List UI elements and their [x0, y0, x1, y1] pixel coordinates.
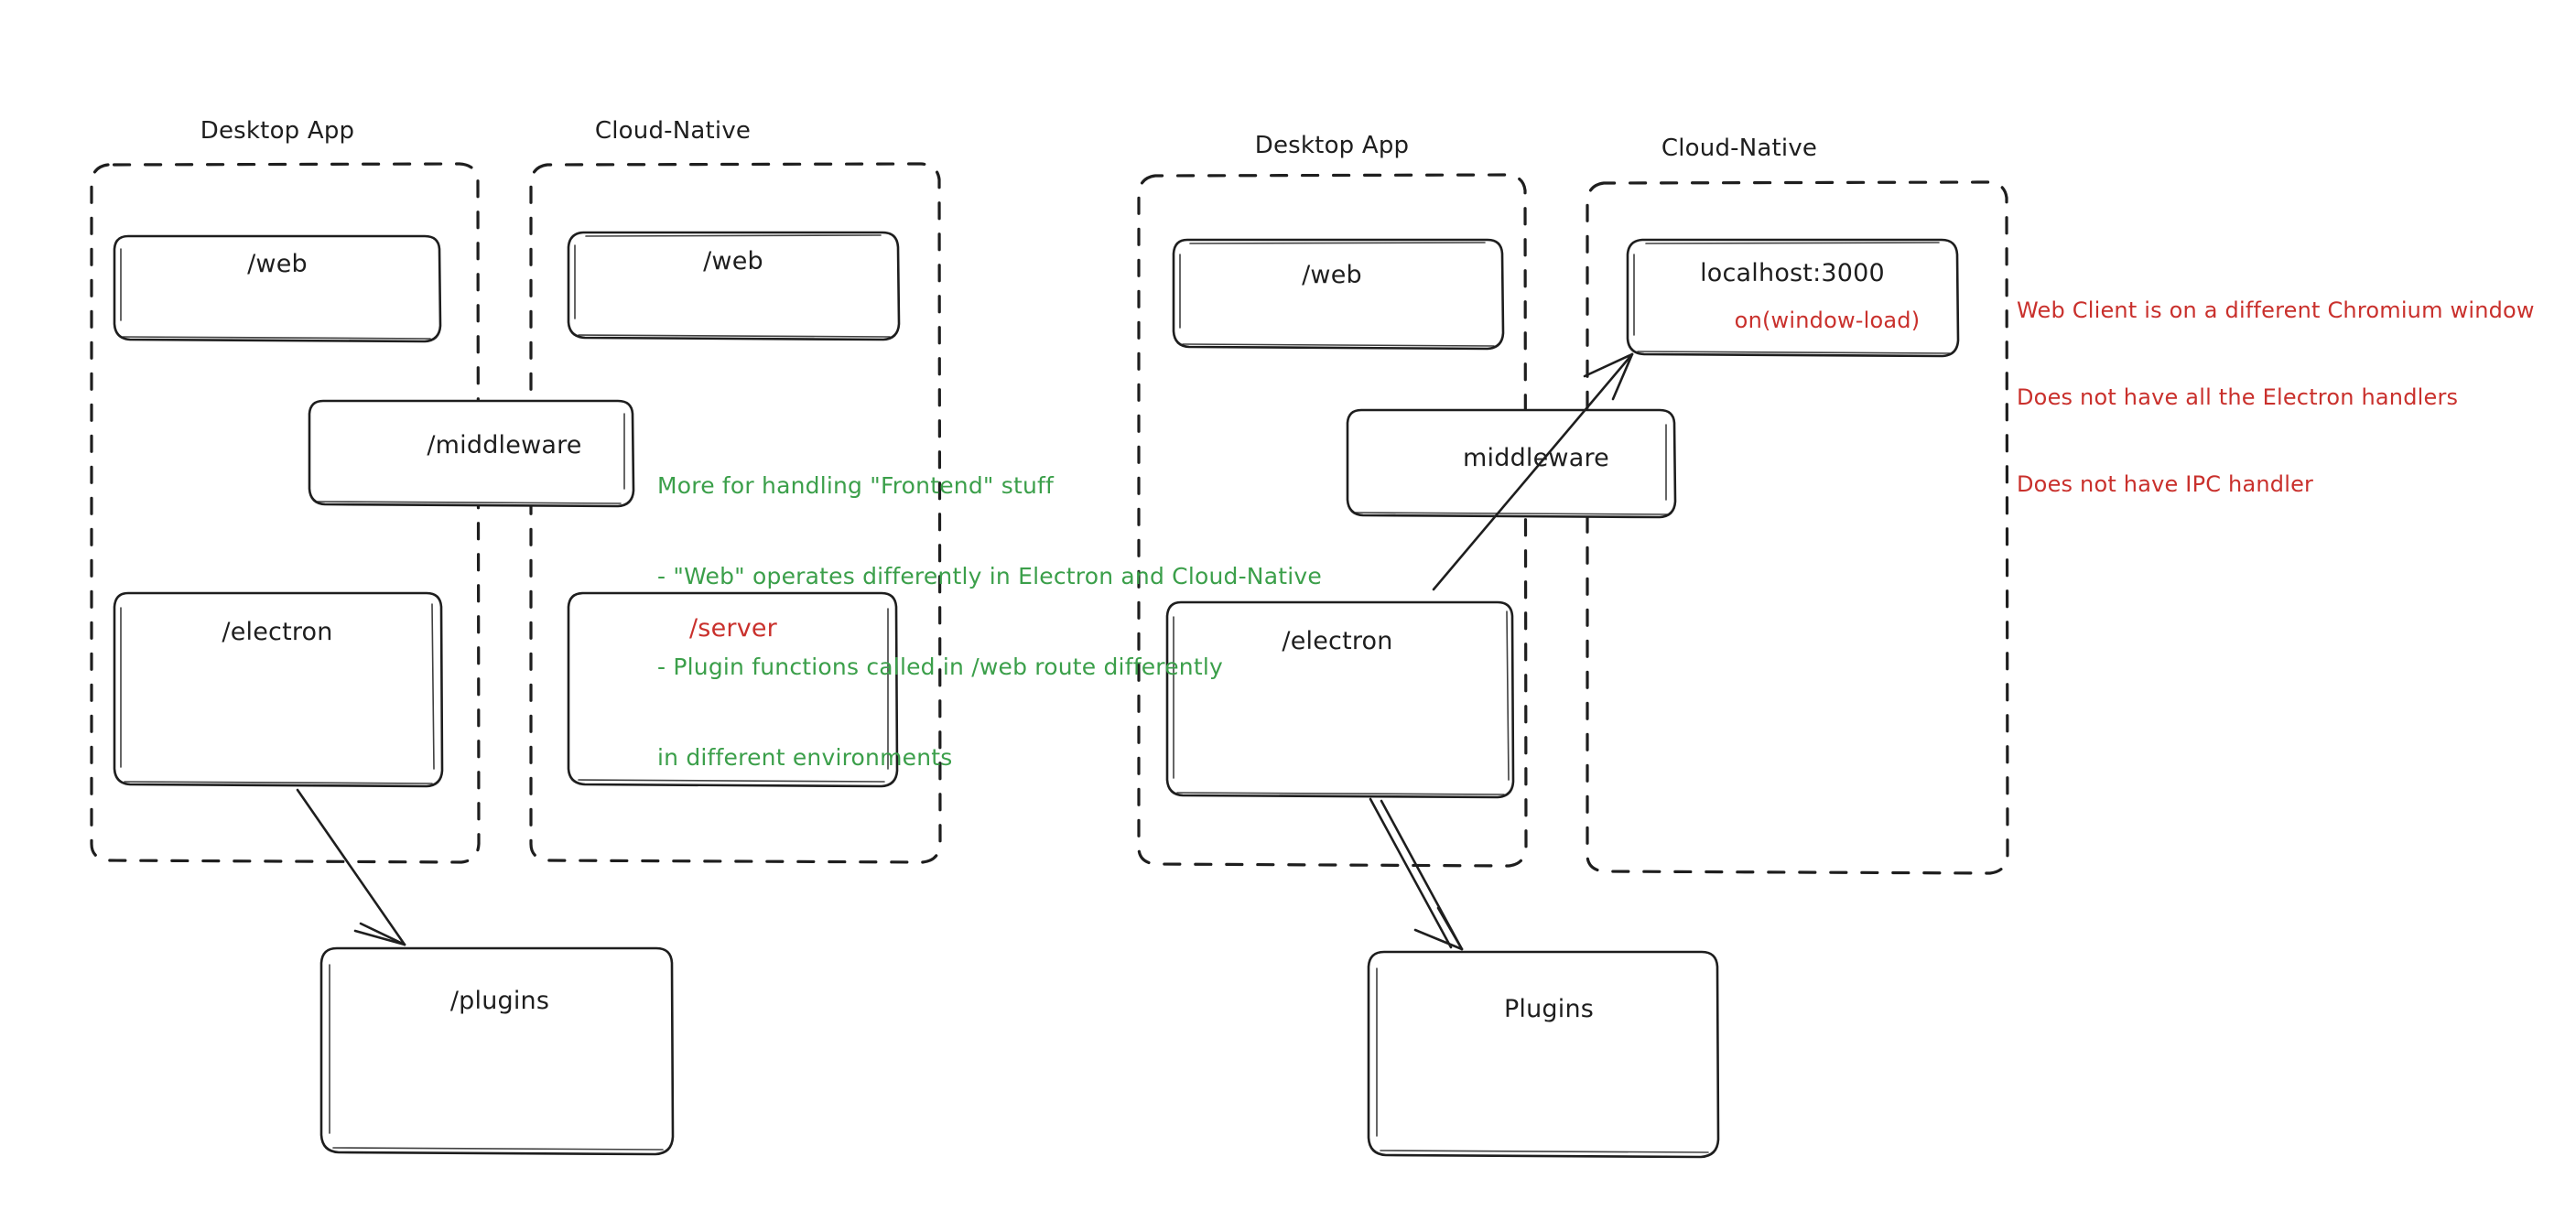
annotation-red-line-2: Does not have all the Electron handlers: [2017, 384, 2459, 411]
arrow-electron-to-plugins-right: [1369, 797, 1464, 951]
node-label-plugins-left: /plugins: [449, 987, 550, 1015]
node-label-web-desktop-left: /web: [247, 250, 308, 278]
node-web-desktop-right: [1172, 238, 1505, 351]
arrow-electron-to-localhost: [1432, 352, 1634, 591]
node-label-electron-left: /electron: [222, 618, 333, 646]
node-web-cloud-left: [567, 231, 901, 341]
node-label-plugins-right: Plugins: [1503, 995, 1595, 1023]
node-label-electron-right: /electron: [1282, 627, 1393, 655]
node-label-web-desktop-right: /web: [1302, 261, 1362, 289]
annotation-green-note: More for handling "Frontend" stuff - "We…: [657, 410, 1322, 833]
node-server-left: [567, 591, 899, 788]
annotation-red-line-3: Does not have IPC handler: [2017, 471, 2314, 498]
annotation-green-line-2: - "Web" operates differently in Electron…: [657, 563, 1322, 589]
node-localhost-3000: [1626, 238, 1960, 358]
node-electron-left: [113, 591, 444, 788]
node-middleware-right: [1346, 408, 1677, 519]
node-label-web-cloud-left: /web: [703, 247, 763, 276]
node-label-middleware-left: /middleware: [427, 431, 582, 459]
group-label-cloud-native-left: Cloud-Native: [594, 117, 752, 145]
group-cloud-native-right: [1586, 180, 2009, 875]
group-cloud-native-left: [529, 162, 942, 864]
group-desktop-app-left: [90, 162, 481, 864]
annotation-green-line-3: - Plugin functions called in /web route …: [657, 654, 1223, 680]
node-middleware-left: [308, 399, 635, 508]
arrow-electron-to-plugins-left: [296, 788, 406, 946]
node-label-server-left: /server: [689, 614, 777, 643]
annotation-green-line-1: More for handling "Frontend" stuff: [657, 472, 1055, 499]
node-label-middleware-right: middleware: [1463, 444, 1609, 472]
annotation-green-line-4: in different environments: [657, 744, 953, 771]
annotation-red-line-1: Web Client is on a different Chromium wi…: [2017, 297, 2535, 324]
annotation-red-note: Web Client is on a different Chromium wi…: [2017, 239, 2535, 557]
group-desktop-app-right: [1137, 173, 1528, 868]
node-plugins-right: [1367, 950, 1720, 1159]
node-label-localhost-3000: localhost:3000: [1700, 259, 1885, 287]
node-web-desktop-left: [113, 234, 442, 343]
node-sublabel-on-window-load: on(window-load): [1734, 308, 1921, 333]
group-label-desktop-app-left: Desktop App: [200, 117, 355, 145]
node-plugins-left: [319, 946, 675, 1156]
node-electron-right: [1165, 600, 1515, 799]
group-label-desktop-app-right: Desktop App: [1254, 132, 1410, 159]
group-label-cloud-native-right: Cloud-Native: [1661, 135, 1818, 162]
